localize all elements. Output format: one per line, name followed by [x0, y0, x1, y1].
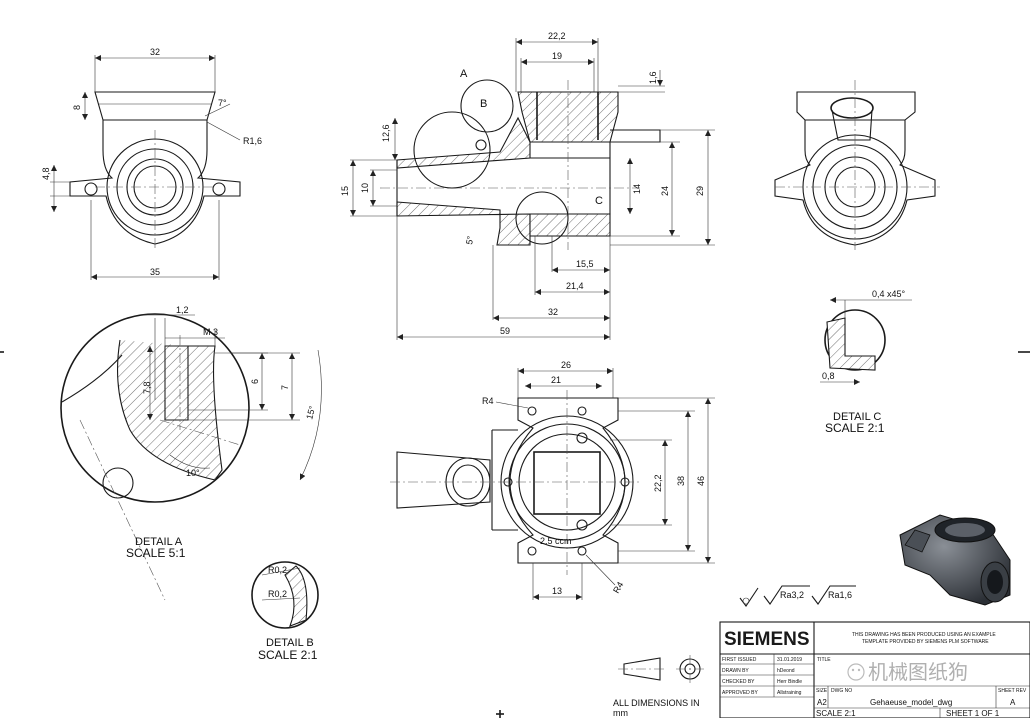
dim-plan-r4-bot: R4 — [611, 580, 625, 595]
tb-rev-value: A — [1010, 698, 1016, 707]
dim-top-22-2: 22,2 — [548, 31, 566, 41]
front-view: 32 8 7° R1,6 4,8 35 — [41, 47, 262, 280]
dim-bot-21-4: 21,4 — [566, 281, 584, 291]
plan-view: 2.5 ccm 26 21 R4 22,2 38 46 13 R4 — [390, 360, 715, 600]
watermark-text: 机械图纸狗 — [868, 660, 968, 684]
title-block-note-2: TEMPLATE PROVIDED BY SIEMENS PLM SOFTWAR… — [862, 639, 989, 645]
tb-drawn-by-value: hDeond — [777, 668, 795, 674]
dim-da-7-8: 7,8 — [142, 381, 152, 394]
dim-plan-13: 13 — [552, 586, 562, 596]
dim-side-24: 24 — [660, 186, 670, 196]
dim-dc-chamfer: 0,4 x45° — [872, 289, 906, 299]
detail-c-title: DETAIL C — [833, 411, 881, 423]
detail-c-view: 0,4 x45° 0,8 DETAIL C SCALE 2:1 — [820, 289, 912, 435]
detail-b-view: R0,2 R0,2 DETAIL B SCALE 2:1 — [251, 561, 319, 662]
isometric-3d-render — [899, 514, 1011, 606]
dim-da-15deg: 15° — [304, 404, 317, 420]
note-unit: mm — [613, 708, 628, 718]
detail-a-view: 1,2 M 3 7,8 6 7 15° 10° DETAIL A SCALE 5… — [60, 305, 322, 601]
detail-b-scale: SCALE 2:1 — [258, 648, 318, 662]
surface-finish-symbols: Ra3,2 Ra1,6 — [739, 585, 856, 607]
dim-side-5deg: 5° — [464, 235, 475, 246]
detail-a-scale: SCALE 5:1 — [126, 546, 186, 560]
tb-scale-value: SCALE 2:1 — [816, 709, 856, 718]
dim-top-1-6: 1,6 — [648, 71, 658, 84]
tb-checked-by-label: CHECKED BY — [722, 679, 755, 685]
dim-plan-26: 26 — [561, 360, 571, 370]
dim-dc-0-8: 0,8 — [822, 371, 835, 381]
dim-left-height: 8 — [72, 105, 82, 110]
dim-side-10: 10 — [360, 183, 370, 193]
dim-db-r0-2-bot: R0,2 — [268, 589, 287, 599]
title-block-note-1: THIS DRAWING HAS BEEN PRODUCED USING AN … — [852, 632, 996, 638]
dim-left-angle: 7° — [218, 98, 227, 108]
surface-ra-1-6: Ra1,6 — [828, 590, 852, 600]
dim-plan-22-2: 22,2 — [653, 474, 663, 492]
tb-first-issued-label: FIRST ISSUED — [722, 657, 757, 663]
sheet-edge-markers — [0, 351, 1030, 718]
note-all-dimensions: ALL DIMENSIONS IN — [613, 698, 700, 708]
watermark: 机械图纸狗 — [847, 660, 968, 684]
dim-da-10deg: 10° — [186, 468, 200, 478]
dim-da-6: 6 — [250, 379, 260, 384]
tb-dwg-no-label: DWG NO — [831, 688, 852, 694]
tb-checked-by-value: Herr Bindle — [777, 679, 802, 685]
dim-bot-59: 59 — [500, 326, 510, 336]
dim-bot-32: 32 — [548, 307, 558, 317]
dim-plan-46: 46 — [696, 476, 706, 486]
plan-engraving: 2.5 ccm — [540, 536, 572, 546]
surface-ra-3-2: Ra3,2 — [780, 590, 804, 600]
dim-side-15: 15 — [340, 186, 350, 196]
tb-approved-by-label: APPROVED BY — [722, 690, 759, 696]
dim-plan-21: 21 — [551, 375, 561, 385]
tb-size-label: SIZE — [816, 688, 828, 694]
tb-approved-by-value: Allstraining — [777, 690, 802, 696]
dim-top-19: 19 — [552, 51, 562, 61]
title-block: SIEMENS THIS DRAWING HAS BEEN PRODUCED U… — [719, 621, 1030, 718]
projection-symbol — [618, 655, 704, 683]
tb-title-label: TITLE — [817, 657, 831, 663]
dim-side-12-6: 12,6 — [381, 124, 391, 142]
label-detail-a: A — [460, 68, 468, 80]
dim-plan-r4-top: R4 — [482, 396, 494, 406]
dim-left-radius: R1,6 — [243, 136, 262, 146]
detail-a-title: DETAIL A — [135, 536, 183, 548]
section-view: A B C 22,2 19 1,6 12,6 15 10 5° 14 24 29 — [340, 31, 715, 340]
dim-side-14: 14 — [632, 184, 642, 194]
label-detail-c: C — [595, 195, 603, 207]
dim-da-m3: M 3 — [203, 327, 218, 337]
tb-size-value: A2 — [817, 698, 827, 707]
dim-bot-15-5: 15,5 — [576, 259, 594, 269]
tb-sheet-value: SHEET 1 OF 1 — [946, 709, 1000, 718]
tb-drawn-by-label: DRAWN BY — [722, 668, 749, 674]
dim-da-7: 7 — [280, 385, 290, 390]
tb-dwg-no-value: Gehaeuse_model_dwg — [870, 698, 952, 707]
dim-side-29: 29 — [695, 186, 705, 196]
label-detail-b: B — [480, 98, 487, 110]
side-view — [774, 80, 940, 250]
title-block-brand: SIEMENS — [724, 629, 810, 650]
dim-left-bottom-width: 35 — [150, 267, 160, 277]
dim-left-lug: 4,8 — [41, 167, 51, 180]
tb-first-issued-value: 31.01.2019 — [777, 657, 802, 663]
dim-db-r0-2-top: R0,2 — [268, 565, 287, 575]
dim-left-top-width: 32 — [150, 47, 160, 57]
tb-rev-label: SHEET REV — [998, 688, 1027, 694]
detail-b-title: DETAIL B — [266, 637, 314, 649]
dim-plan-38: 38 — [676, 476, 686, 486]
dim-da-1-2: 1,2 — [176, 305, 189, 315]
detail-c-scale: SCALE 2:1 — [825, 421, 885, 435]
